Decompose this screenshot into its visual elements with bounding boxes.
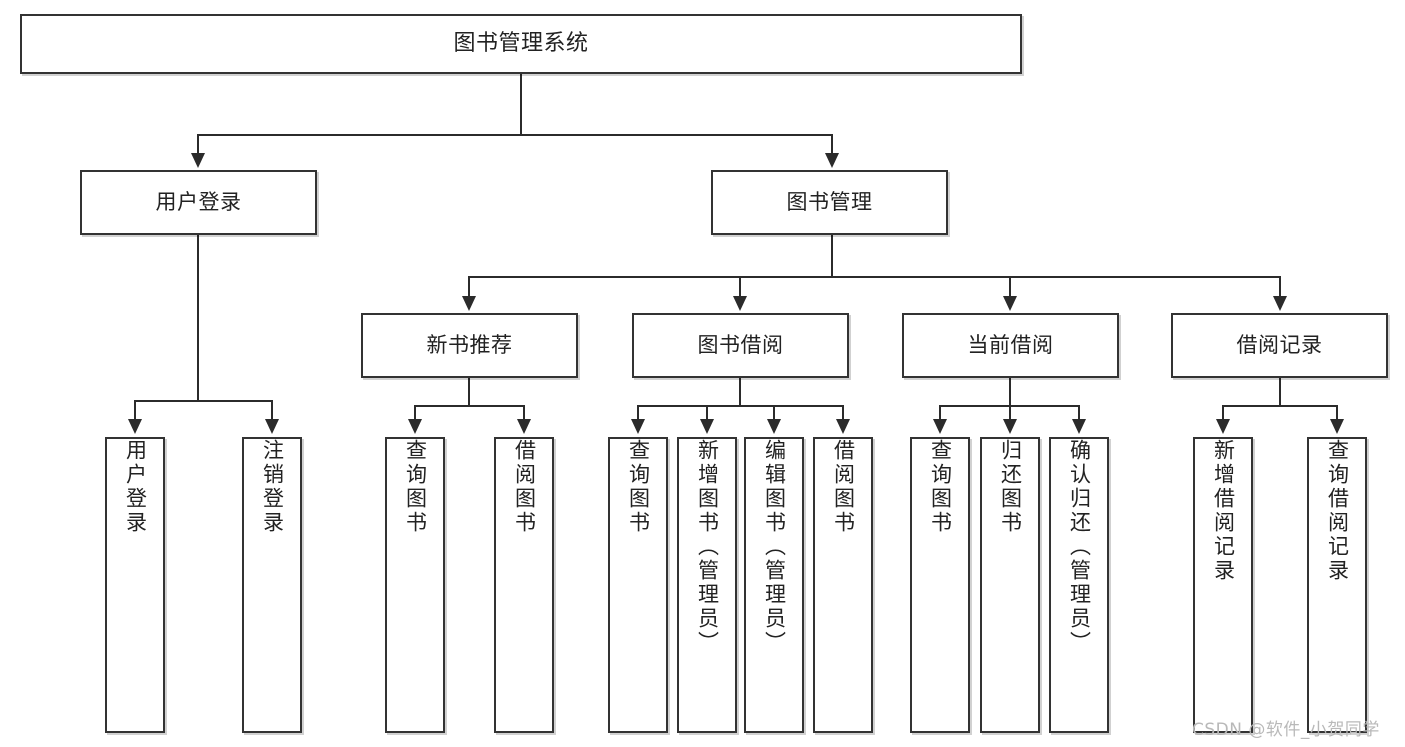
- arrow-bm-to-book-borrow: [733, 296, 747, 311]
- leaf-add-book-label: 新增图书（管理员）: [695, 439, 720, 655]
- leaf-add-record-label: 新增借阅记录: [1211, 439, 1236, 583]
- edge-bb-to-leaf-4: [842, 405, 844, 421]
- node-book-management-label: 图书管理: [786, 190, 873, 215]
- edge-book-borrow-bus: [637, 405, 844, 407]
- arrow-cb-to-leaf-2: [1003, 419, 1017, 434]
- edge-bm-to-book-borrow: [739, 276, 741, 298]
- edge-br-to-leaf-2: [1336, 405, 1338, 421]
- edge-user-login-stem: [197, 235, 199, 401]
- arrow-user-login-to-leaf-1: [128, 419, 142, 434]
- edge-nb-to-leaf-1: [414, 405, 416, 421]
- edge-br-to-leaf-1: [1222, 405, 1224, 421]
- leaf-user-logout[interactable]: 注销登录: [242, 437, 302, 733]
- edge-bb-to-leaf-3: [773, 405, 775, 421]
- leaf-query-record-label: 查询借阅记录: [1325, 439, 1350, 583]
- edge-bb-to-leaf-1: [637, 405, 639, 421]
- leaf-return-book[interactable]: 归还图书: [980, 437, 1040, 733]
- edge-book-management-bus: [468, 276, 1281, 278]
- leaf-add-record[interactable]: 新增借阅记录: [1193, 437, 1253, 733]
- arrow-bm-to-current-borrow: [1003, 296, 1017, 311]
- leaf-query-book-1-label: 查询图书: [403, 439, 428, 535]
- arrow-bb-to-leaf-2: [700, 419, 714, 434]
- leaf-query-record[interactable]: 查询借阅记录: [1307, 437, 1367, 733]
- node-root[interactable]: 图书管理系统: [20, 14, 1022, 74]
- arrow-bm-to-new-book: [462, 296, 476, 311]
- leaf-user-login-label: 用户登录: [123, 439, 148, 535]
- edge-nb-to-leaf-2: [523, 405, 525, 421]
- edge-borrow-record-bus: [1222, 405, 1337, 407]
- leaf-borrow-book-2[interactable]: 借阅图书: [813, 437, 873, 733]
- node-borrow-record-label: 借阅记录: [1236, 333, 1323, 358]
- edge-user-login-to-leaf-2: [271, 400, 273, 421]
- arrow-br-to-leaf-1: [1216, 419, 1230, 434]
- arrow-cb-to-leaf-1: [933, 419, 947, 434]
- node-book-borrow[interactable]: 图书借阅: [632, 313, 849, 378]
- arrow-br-to-leaf-2: [1330, 419, 1344, 434]
- leaf-query-book-1[interactable]: 查询图书: [385, 437, 445, 733]
- edge-bb-to-leaf-2: [706, 405, 708, 421]
- edge-current-borrow-stem: [1009, 378, 1011, 406]
- edge-user-login-bus: [134, 400, 272, 402]
- leaf-edit-book[interactable]: 编辑图书（管理员）: [744, 437, 804, 733]
- edge-book-borrow-stem: [739, 378, 741, 406]
- edge-borrow-record-stem: [1279, 378, 1281, 406]
- arrow-bb-to-leaf-4: [836, 419, 850, 434]
- edge-root-to-user-login: [197, 134, 199, 156]
- arrow-bb-to-leaf-1: [631, 419, 645, 434]
- leaf-add-book[interactable]: 新增图书（管理员）: [677, 437, 737, 733]
- arrow-bm-to-borrow-record: [1273, 296, 1287, 311]
- node-borrow-record[interactable]: 借阅记录: [1171, 313, 1388, 378]
- edge-user-login-to-leaf-1: [134, 400, 136, 421]
- node-new-book-recommend-label: 新书推荐: [426, 333, 513, 358]
- leaf-confirm-return[interactable]: 确认归还（管理员）: [1049, 437, 1109, 733]
- leaf-confirm-return-label: 确认归还（管理员）: [1067, 439, 1092, 655]
- node-current-borrow[interactable]: 当前借阅: [902, 313, 1119, 378]
- watermark-text: CSDN @软件_小贺同学: [1192, 720, 1380, 740]
- leaf-edit-book-label: 编辑图书（管理员）: [762, 439, 787, 655]
- leaf-borrow-book-1[interactable]: 借阅图书: [494, 437, 554, 733]
- edge-new-book-stem: [468, 378, 470, 406]
- edge-bm-to-borrow-record: [1279, 276, 1281, 298]
- leaf-return-book-label: 归还图书: [998, 439, 1023, 535]
- leaf-user-login[interactable]: 用户登录: [105, 437, 165, 733]
- leaf-borrow-book-1-label: 借阅图书: [512, 439, 537, 535]
- edge-cb-to-leaf-3: [1078, 405, 1080, 421]
- arrow-cb-to-leaf-3: [1072, 419, 1086, 434]
- edge-root-bus: [197, 134, 833, 136]
- node-book-management[interactable]: 图书管理: [711, 170, 948, 235]
- arrow-bb-to-leaf-3: [767, 419, 781, 434]
- leaf-query-book-2-label: 查询图书: [626, 439, 651, 535]
- edge-new-book-bus: [414, 405, 524, 407]
- arrow-root-to-book-management: [825, 153, 839, 168]
- leaf-user-logout-label: 注销登录: [260, 439, 285, 535]
- leaf-query-book-2[interactable]: 查询图书: [608, 437, 668, 733]
- edge-bm-to-current-borrow: [1009, 276, 1011, 298]
- edge-bm-to-new-book: [468, 276, 470, 298]
- arrow-nb-to-leaf-2: [517, 419, 531, 434]
- arrow-root-to-user-login: [191, 153, 205, 168]
- node-user-login[interactable]: 用户登录: [80, 170, 317, 235]
- edge-book-management-stem: [831, 235, 833, 277]
- arrow-nb-to-leaf-1: [408, 419, 422, 434]
- arrow-user-login-to-leaf-2: [265, 419, 279, 434]
- edge-cb-to-leaf-2: [1009, 405, 1011, 421]
- leaf-query-book-3-label: 查询图书: [928, 439, 953, 535]
- leaf-query-book-3[interactable]: 查询图书: [910, 437, 970, 733]
- edge-root-stem: [520, 74, 522, 135]
- leaf-borrow-book-2-label: 借阅图书: [831, 439, 856, 535]
- edge-cb-to-leaf-1: [939, 405, 941, 421]
- node-book-borrow-label: 图书借阅: [697, 333, 784, 358]
- node-user-login-label: 用户登录: [155, 190, 242, 215]
- node-current-borrow-label: 当前借阅: [967, 333, 1054, 358]
- node-root-label: 图书管理系统: [453, 31, 589, 57]
- edge-root-to-book-management: [831, 134, 833, 156]
- node-new-book-recommend[interactable]: 新书推荐: [361, 313, 578, 378]
